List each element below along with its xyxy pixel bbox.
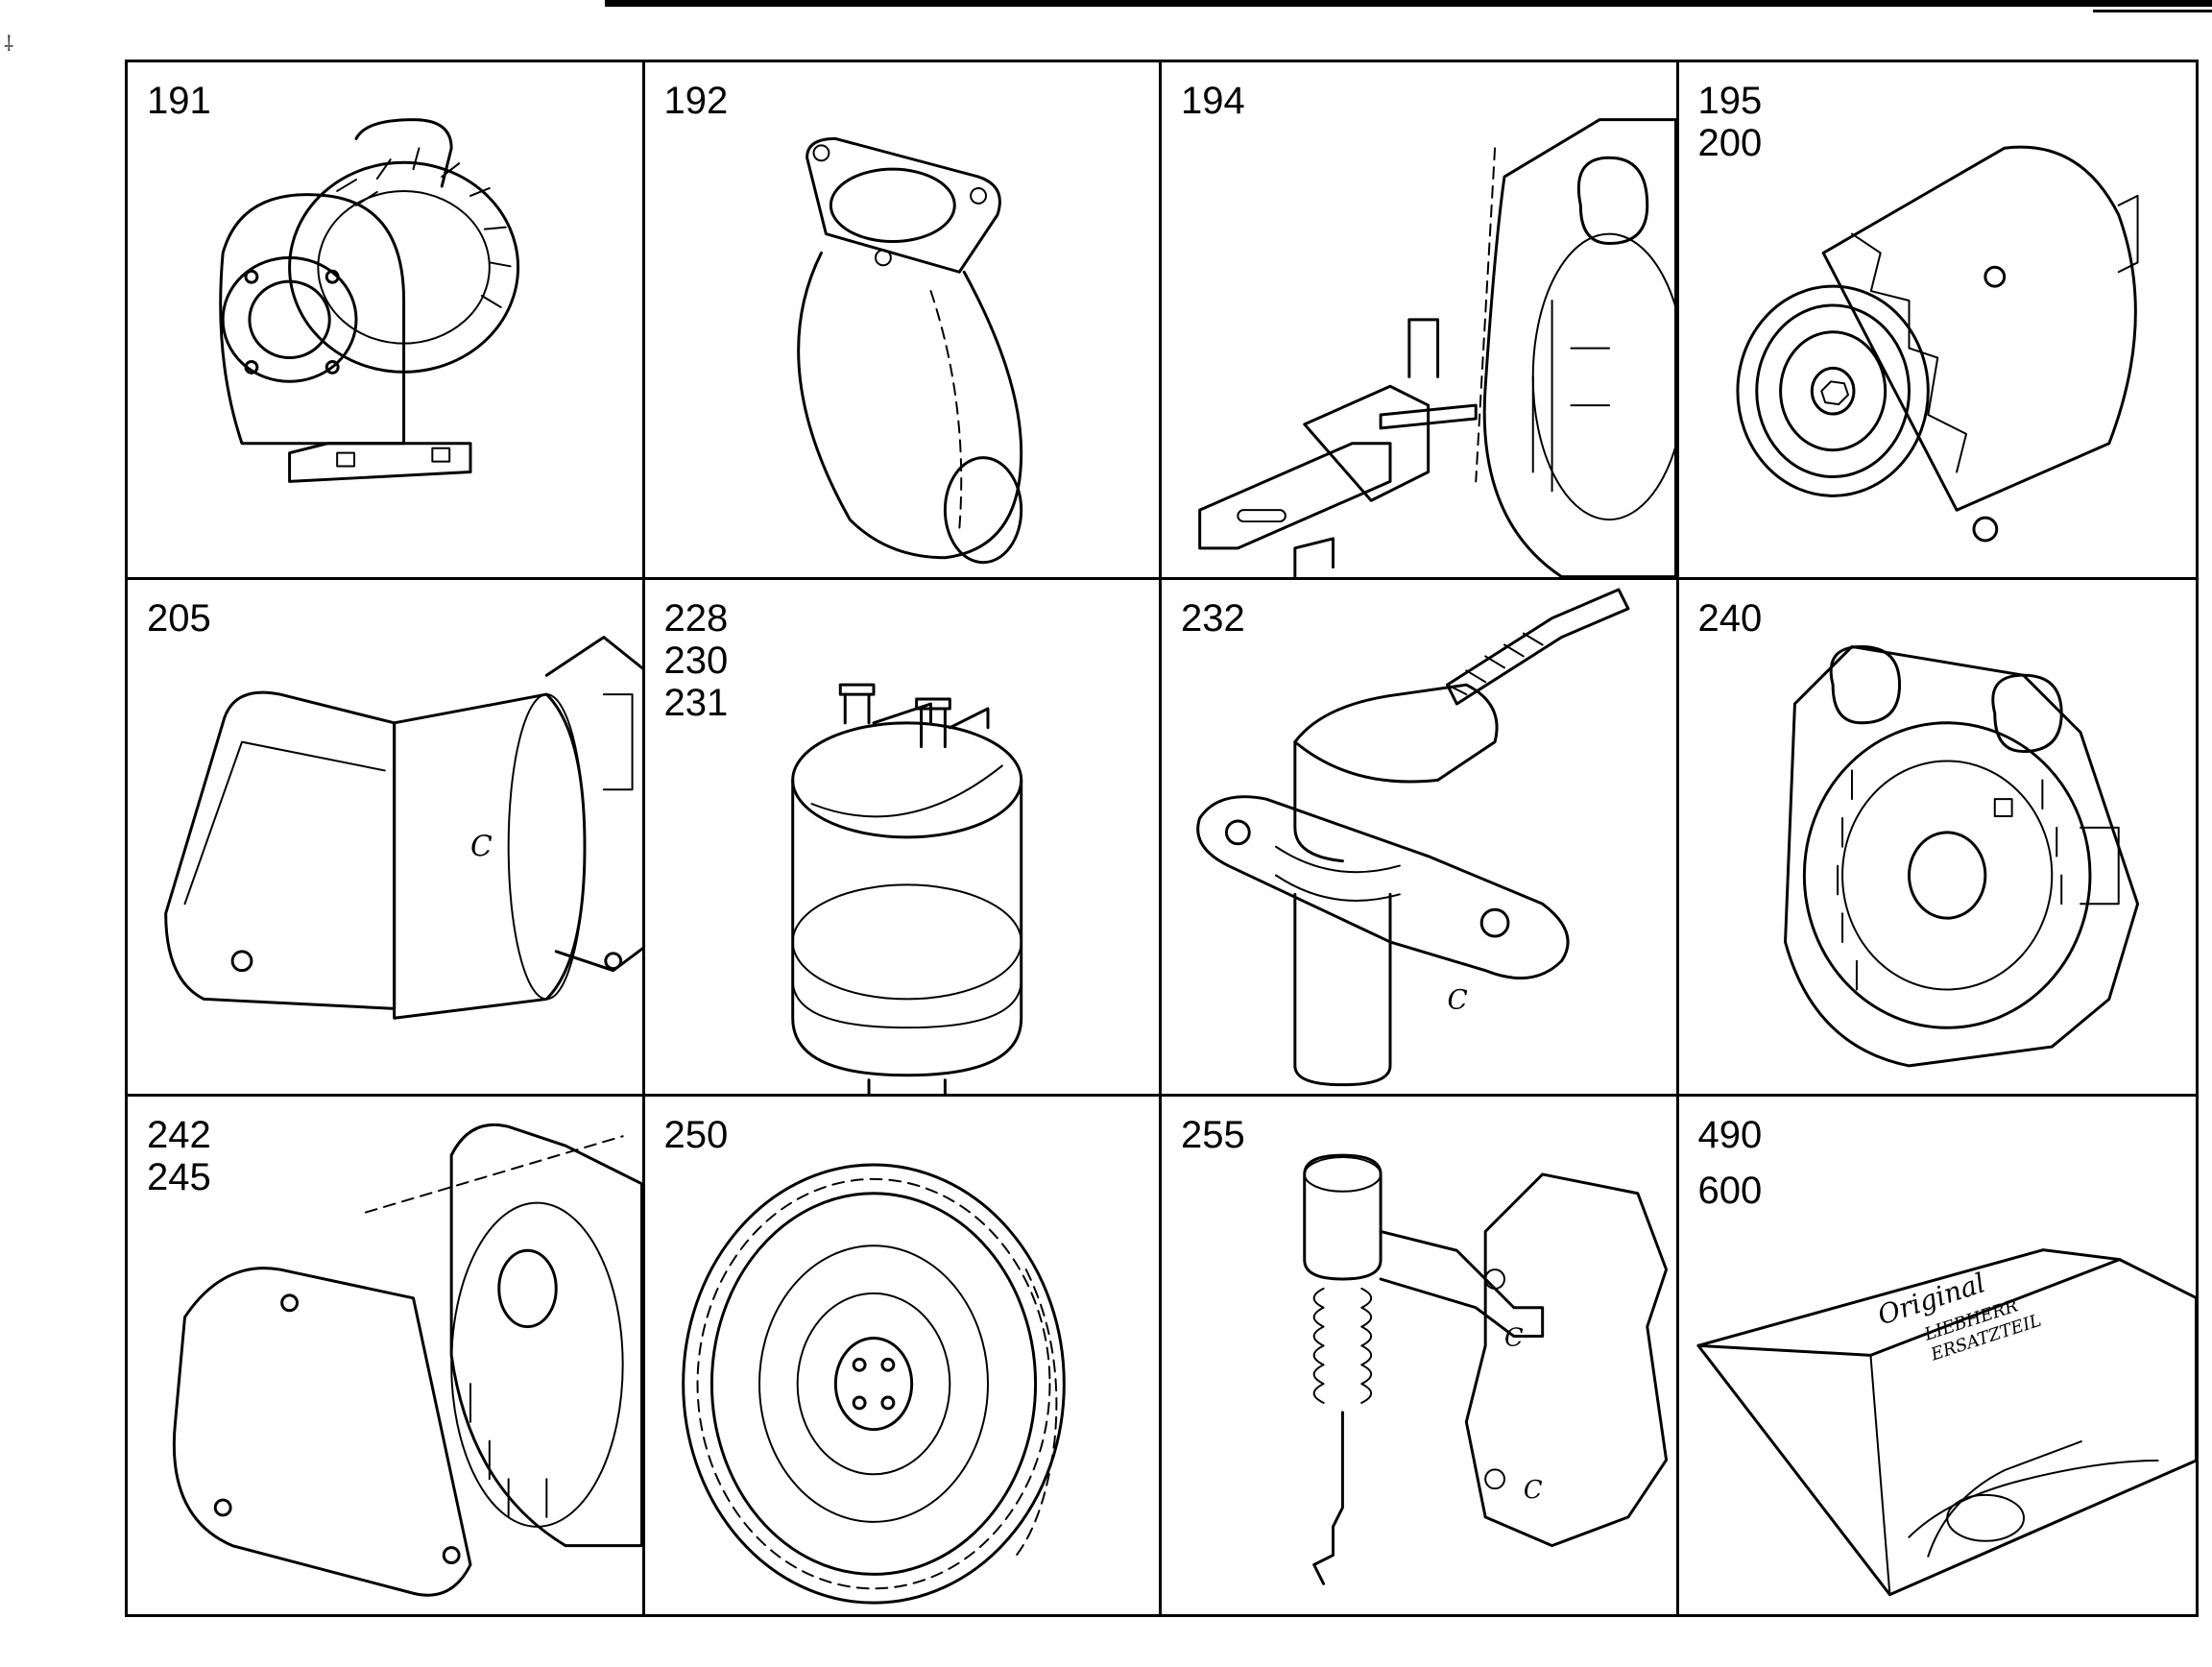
- flywheel-icon: [645, 1097, 1160, 1614]
- solenoid-bracket-icon: [1162, 62, 1676, 577]
- turbocharger-icon: [128, 62, 642, 577]
- part-number-label: 250: [663, 1114, 729, 1157]
- top-rule-accent: [2093, 10, 2212, 12]
- part-cell-240[interactable]: 240: [1678, 580, 2197, 1098]
- part-number-label: 232: [1181, 596, 1245, 640]
- parts-package-icon: Original LIEBHERR ERSATZTEIL: [1679, 1097, 2196, 1614]
- pressure-switch-icon: [645, 580, 1160, 1095]
- part-number-label: 228 230 231: [663, 596, 729, 724]
- part-cell-250[interactable]: 250: [645, 1097, 1162, 1614]
- part-cell-205[interactable]: 205 C: [128, 579, 645, 1098]
- starter-motor-icon: C: [128, 580, 642, 1095]
- parts-grid: 191 192: [125, 60, 2199, 1617]
- part-number-label: 240: [1697, 596, 1763, 640]
- part-cell-228-230-231[interactable]: 228 230 231: [644, 579, 1162, 1098]
- part-number-label: 191: [147, 80, 211, 122]
- part-number-label: 192: [663, 80, 729, 122]
- part-number-label: 242 245: [147, 1114, 211, 1199]
- housing-cover-icon: [128, 1097, 642, 1614]
- svg-text:C: C: [1504, 1324, 1524, 1353]
- corner-mark: ⸸: [4, 32, 14, 56]
- alternator-icon: [1679, 62, 2197, 577]
- top-rule: [605, 0, 2212, 7]
- part-number-label: 195 200: [1697, 80, 1763, 164]
- part-number-label: 490 600: [1697, 1114, 1763, 1213]
- part-cell-490-600[interactable]: 490 600 Original LIEBHERR ERSATZTEIL: [1679, 1097, 2196, 1614]
- speed-sensor-icon: C: [1162, 580, 1676, 1095]
- svg-text:C: C: [1524, 1476, 1543, 1505]
- part-number-label: 255: [1181, 1114, 1245, 1157]
- part-cell-195-200[interactable]: 195 200: [1678, 62, 2197, 580]
- part-cell-232[interactable]: 232 C: [1162, 579, 1679, 1098]
- flywheel-housing-icon: [1679, 580, 2197, 1095]
- svg-text:C: C: [470, 830, 493, 863]
- part-cell-242-245[interactable]: 242 245: [128, 1097, 645, 1614]
- exhaust-elbow-icon: [645, 62, 1160, 577]
- part-number-label: 205: [147, 596, 211, 640]
- part-number-label: 194: [1181, 80, 1245, 122]
- part-cell-194[interactable]: 194: [1162, 62, 1679, 580]
- stop-solenoid-icon: C C: [1162, 1097, 1676, 1614]
- part-cell-192[interactable]: 192: [644, 62, 1162, 580]
- part-cell-191[interactable]: 191: [128, 62, 645, 580]
- part-cell-255[interactable]: 255 C C: [1162, 1097, 1679, 1614]
- svg-text:C: C: [1448, 983, 1468, 1015]
